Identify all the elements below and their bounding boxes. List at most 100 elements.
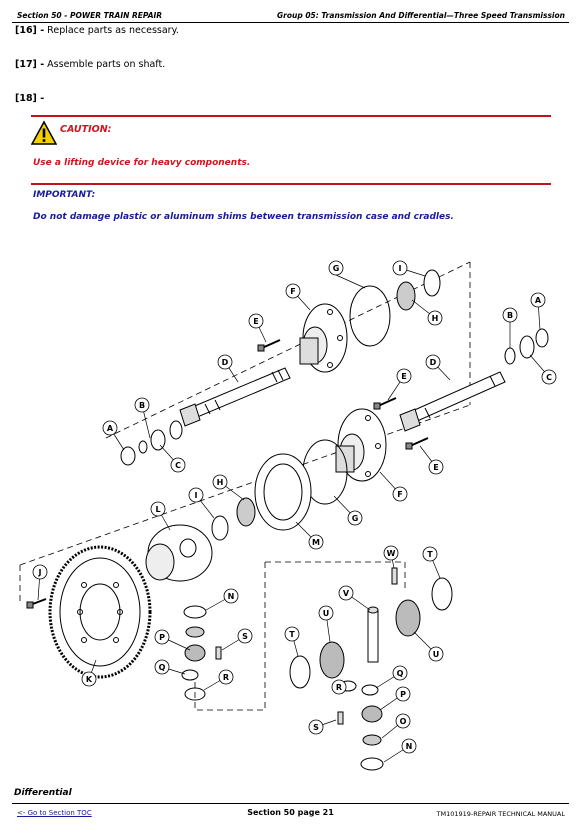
callout-r-right: R [331,679,347,695]
callout-n-left: N [223,588,239,604]
callout-u-right: U [428,646,444,662]
flange-f-lower [335,408,387,482]
washer-q-right [361,684,379,696]
bearing-h-upper [396,281,416,311]
o-ring-g-upper [349,285,391,347]
step-17: [17] - Assemble parts on shaft. [15,59,165,70]
figure-caption: Differential [14,788,72,798]
differential-case-l [145,524,213,582]
svg-text:B: B [507,311,513,320]
step-number: [18] - [15,93,45,104]
step-text: Assemble parts on shaft. [44,59,166,70]
svg-text:E: E [401,372,406,381]
callout-i-top: I [392,260,408,276]
washer-n-left [183,605,207,619]
callout-q-right: Q [392,665,408,681]
callout-a-right: A [530,292,546,308]
svg-text:V: V [343,589,350,598]
step-number: [17] - [15,59,45,70]
shaft-d-left [179,367,291,427]
svg-text:U: U [323,609,330,618]
thrust-washer-t-right [431,577,453,611]
header-divider [12,22,569,23]
callout-s-left: S [237,628,253,644]
callout-b-left: B [134,397,150,413]
svg-text:U: U [433,650,440,659]
important-title: IMPORTANT: [33,190,96,200]
svg-text:A: A [107,424,114,433]
pinion-p-left [184,644,206,662]
callout-q-left: Q [154,659,170,675]
callout-c-right: C [541,369,557,385]
svg-text:Q: Q [159,663,166,672]
svg-text:C: C [546,373,552,382]
callout-l: L [150,501,166,517]
seal-c-right [519,335,535,359]
section-toc-link[interactable]: <- Go to Section TOC [17,809,92,817]
manual-id: TM101919-REPAIR TECHNICAL MANUAL [436,810,565,818]
svg-text:N: N [228,592,235,601]
pinion-p-right [361,705,383,723]
svg-text:G: G [333,264,340,273]
step-number: [16] - [15,25,45,36]
side-gear-u-right [395,599,421,637]
cup-i-upper [423,269,441,297]
caution-bottom-rule [31,183,551,185]
callout-i-lower: I [188,487,204,503]
callout-f-lower: F [392,486,408,502]
callout-r-left: R [218,669,234,685]
callout-b-right: B [502,307,518,323]
svg-text:E: E [253,317,258,326]
svg-text:I: I [195,491,198,500]
important-text: Do not damage plastic or aluminum shims … [33,212,454,222]
svg-text:E: E [433,463,438,472]
washer-n-right [360,757,384,771]
bolt-e-upper [257,339,281,352]
caution-text: Use a lifting device for heavy component… [33,158,251,168]
thrust-washer-t-left [289,655,311,689]
callout-p-left: P [154,629,170,645]
callout-e-top: E [248,313,264,329]
svg-text:P: P [159,633,165,642]
cup-i-lower [211,515,229,541]
callout-o-right: O [395,713,411,729]
svg-text:J: J [38,568,42,577]
bolt-e-lower [405,437,429,450]
step-text: Replace parts as necessary. [44,25,179,36]
warning-triangle-icon [31,120,57,145]
header-section: Section 50 - POWER TRAIN REPAIR [17,11,163,20]
callout-k: K [81,671,97,687]
side-gear-u-left [319,641,345,679]
step-16: [16] - Replace parts as necessary. [15,25,179,36]
flange-f-upper [299,303,348,373]
svg-text:Q: Q [397,669,404,678]
svg-text:H: H [432,314,439,323]
washer-a-right [535,328,549,348]
differential-exploded-diagram: G I F E H A B C D D E B A C E F G M H I … [19,260,557,771]
caution-title: CAUTION: [60,124,112,135]
svg-text:T: T [289,630,295,639]
callout-e-lower: E [428,459,444,475]
svg-text:F: F [397,490,402,499]
washer-q-left [181,669,199,681]
callout-p-right: P [395,686,411,702]
callout-h-top: H [427,310,443,326]
svg-text:H: H [217,478,224,487]
svg-text:C: C [175,461,181,470]
page-number: Section 50 page 21 [247,808,334,817]
svg-text:O: O [400,717,407,726]
caution-top-rule [31,115,551,117]
callout-f-top: F [285,283,301,299]
svg-text:R: R [223,673,229,682]
svg-text:P: P [400,690,406,699]
callout-d-left: D [217,354,233,370]
svg-text:S: S [242,632,248,641]
callout-t-right: T [422,546,438,562]
callout-g-lower: G [347,510,363,526]
callout-h-lower: H [212,474,228,490]
pin-s-right [337,711,344,725]
svg-text:F: F [290,287,295,296]
gasket-m [254,453,312,531]
callout-w: W [383,545,399,561]
cross-shaft-v [367,606,379,663]
